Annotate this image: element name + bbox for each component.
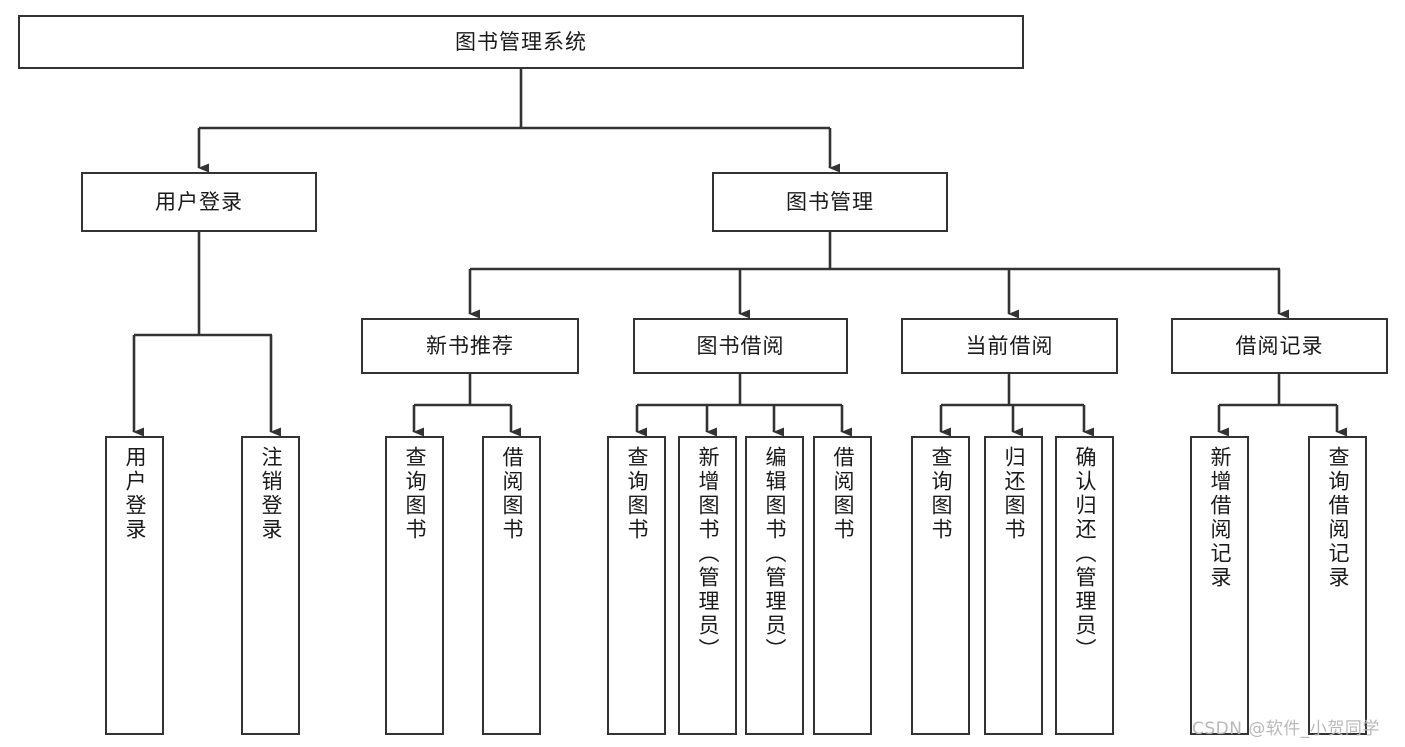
leaf-query-book-cb[interactable]: 查询图书 [911, 436, 970, 735]
node-label: 借阅图书 [500, 446, 524, 542]
node-label: 查询图书 [929, 446, 953, 542]
node-label: 查询图书 [625, 446, 649, 542]
node-user-login[interactable]: 用户登录 [81, 172, 317, 232]
leaf-borrow-book-bb[interactable]: 借阅图书 [813, 436, 872, 735]
node-label: 新增借阅记录 [1208, 446, 1232, 590]
node-label: 归还图书 [1002, 446, 1026, 542]
node-label: 借阅记录 [1235, 333, 1324, 358]
leaf-borrow-book-nbr[interactable]: 借阅图书 [482, 436, 541, 735]
node-label: 注销登录 [259, 446, 283, 542]
csdn-watermark: CSDN @软件_小贺同学 [1192, 719, 1380, 739]
node-book-borrowing[interactable]: 图书借阅 [633, 318, 848, 374]
node-label: 图书管理 [786, 189, 874, 214]
node-label: 用户登录 [155, 189, 243, 214]
leaf-query-book-bb[interactable]: 查询图书 [607, 436, 666, 735]
node-book-management[interactable]: 图书管理 [712, 172, 948, 232]
leaf-add-book-admin[interactable]: 新增图书（管理员） [678, 436, 737, 735]
leaf-edit-book-admin[interactable]: 编辑图书（管理员） [745, 436, 804, 735]
leaf-add-borrow-record[interactable]: 新增借阅记录 [1190, 436, 1249, 735]
leaf-query-borrow-record[interactable]: 查询借阅记录 [1308, 436, 1367, 735]
leaf-logout[interactable]: 注销登录 [241, 436, 300, 735]
node-borrowing-record[interactable]: 借阅记录 [1171, 318, 1388, 374]
node-label: 查询图书 [403, 446, 427, 542]
node-new-book-recommendation[interactable]: 新书推荐 [361, 318, 579, 374]
node-label: 图书借阅 [696, 333, 785, 358]
node-label: 借阅图书 [831, 446, 855, 542]
node-label: 确认归还（管理员） [1073, 446, 1097, 662]
leaf-return-book[interactable]: 归还图书 [984, 436, 1043, 735]
node-label: 当前借阅 [965, 333, 1054, 358]
node-label: 用户登录 [123, 446, 147, 542]
leaf-query-book-nbr[interactable]: 查询图书 [385, 436, 444, 735]
leaf-user-login[interactable]: 用户登录 [105, 436, 164, 735]
node-label: 图书管理系统 [455, 29, 587, 54]
leaf-confirm-return-admin[interactable]: 确认归还（管理员） [1055, 436, 1114, 735]
node-label: 查询借阅记录 [1326, 446, 1350, 590]
node-root-system[interactable]: 图书管理系统 [18, 15, 1024, 69]
node-current-borrowing[interactable]: 当前借阅 [901, 318, 1118, 374]
node-label: 新书推荐 [426, 333, 514, 358]
node-label: 编辑图书（管理员） [763, 446, 787, 662]
node-label: 新增图书（管理员） [696, 446, 720, 662]
